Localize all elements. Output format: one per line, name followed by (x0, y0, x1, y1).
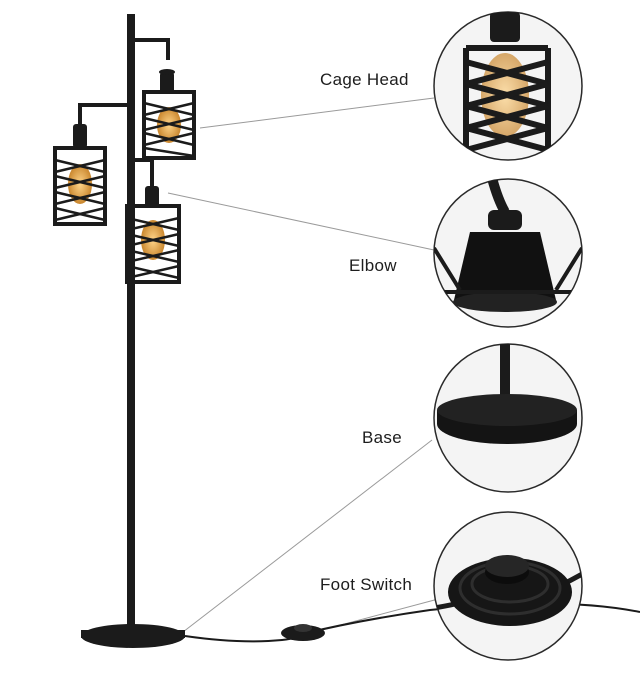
cage-shade-upper (142, 69, 196, 160)
lamp-pole (127, 14, 135, 628)
leader-base (182, 439, 433, 633)
detail-foot-switch (433, 511, 583, 661)
leader-cage-head (199, 97, 435, 129)
detail-cage-head (433, 11, 583, 161)
label-base: Base (362, 428, 402, 447)
label-elbow: Elbow (349, 256, 397, 275)
detail-base (433, 343, 583, 493)
detail-elbow (433, 178, 583, 328)
leader-lines (167, 97, 443, 633)
cage-shade-left (53, 124, 107, 226)
foot-switch-small (281, 625, 325, 641)
label-cage-head: Cage Head (320, 70, 409, 89)
floor-lamp (53, 14, 640, 648)
cage-shade-lower (125, 186, 181, 284)
leader-elbow (167, 192, 435, 251)
label-foot-switch: Foot Switch (320, 575, 413, 594)
